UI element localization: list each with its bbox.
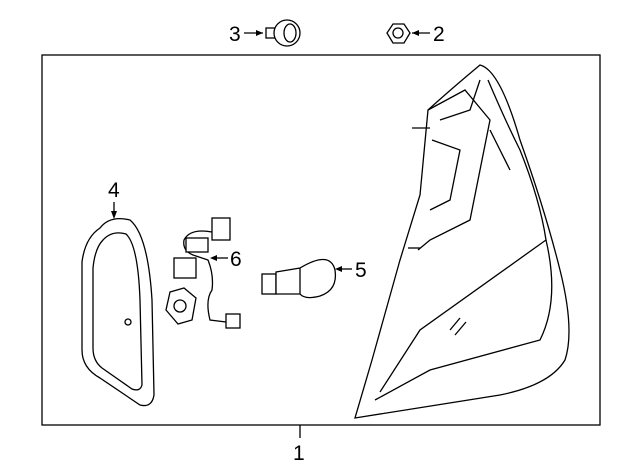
bulb-part[interactable] [261, 258, 337, 299]
nut-part[interactable] [386, 23, 411, 44]
grommet-part[interactable] [265, 19, 301, 47]
arrow-icon [335, 266, 342, 272]
arrow-icon [210, 255, 217, 261]
tail-lamp-part[interactable] [354, 64, 570, 419]
callout-3[interactable]: 3 [229, 23, 241, 46]
gasket-part[interactable] [81, 217, 155, 407]
arrow-icon [111, 211, 117, 219]
callout-4[interactable]: 4 [108, 179, 120, 202]
callout-2[interactable]: 2 [433, 23, 445, 46]
arrow-icon [256, 30, 263, 36]
socket-wire-part[interactable] [165, 217, 241, 329]
callout-5[interactable]: 5 [355, 259, 367, 282]
callout-1[interactable]: 1 [293, 442, 305, 465]
arrow-icon [412, 30, 419, 36]
assembly-frame [41, 54, 601, 426]
callout-6[interactable]: 6 [230, 248, 242, 271]
